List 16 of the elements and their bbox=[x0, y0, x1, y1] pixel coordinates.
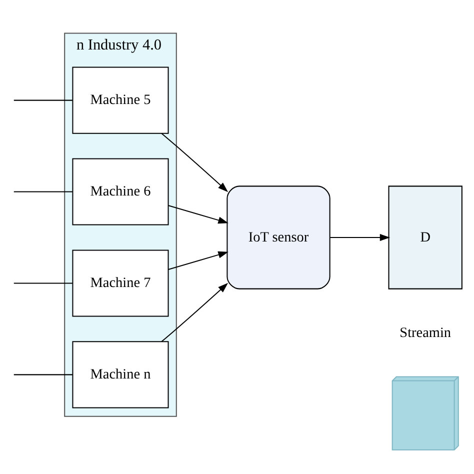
node-box: Machine 6 bbox=[72, 158, 168, 225]
arrow bbox=[160, 132, 228, 192]
connector bbox=[13, 99, 72, 100]
arrow bbox=[168, 204, 228, 224]
connector bbox=[13, 190, 72, 192]
node-box: IoT sensor bbox=[226, 185, 330, 289]
node-box: D bbox=[388, 185, 462, 289]
node-box: Machine 7 bbox=[72, 249, 168, 316]
node-box: Machine 5 bbox=[72, 66, 168, 134]
arrow bbox=[160, 282, 228, 342]
node-label: Streamin bbox=[399, 324, 451, 340]
node-box: Machine n bbox=[72, 340, 168, 408]
arrow bbox=[168, 250, 228, 270]
connector bbox=[13, 282, 72, 284]
connector bbox=[13, 374, 72, 375]
arrow bbox=[330, 233, 390, 241]
